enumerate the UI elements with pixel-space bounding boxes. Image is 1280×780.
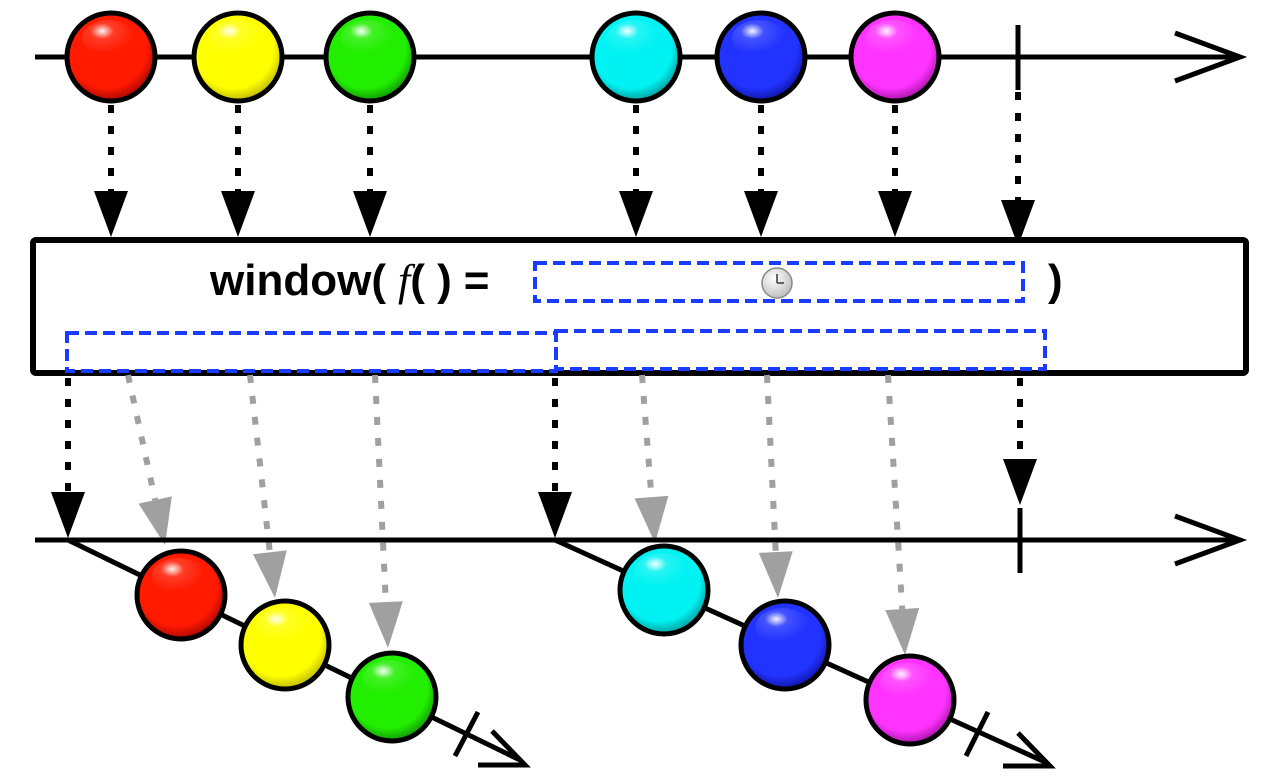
source-marble-5 <box>714 10 808 104</box>
source-arrow-5 <box>744 105 778 237</box>
window-marbles <box>134 543 957 747</box>
source-marble-1 <box>64 10 158 104</box>
source-arrow-completion <box>1001 92 1035 246</box>
operator-open-paren: ( <box>371 256 386 305</box>
source-arrow-6 <box>878 105 912 237</box>
operator-box-frame <box>30 237 1249 376</box>
output-timeline <box>35 508 1248 573</box>
source-arrow-2 <box>221 105 255 237</box>
source-arrow-1 <box>94 105 128 237</box>
window-1-completion-tick <box>452 710 481 758</box>
source-arrow-4 <box>619 105 653 237</box>
operator-box: window(f( )= ) <box>30 237 1249 376</box>
source-marble-6 <box>848 10 942 104</box>
window-2-arrowhead <box>1003 731 1056 769</box>
operator-equals: = <box>464 256 490 305</box>
window-item-arrow-6 <box>885 374 920 655</box>
window-2-completion-tick <box>963 710 991 758</box>
window-2-marble-2 <box>738 598 832 692</box>
completion-arrow <box>1003 378 1037 505</box>
window-duration-box <box>533 261 1025 303</box>
source-marble-2 <box>191 10 285 104</box>
window-1-marble-3 <box>345 650 439 744</box>
source-timeline-arrowhead <box>1174 30 1248 84</box>
window-1-arrowhead <box>478 729 531 768</box>
clock-icon <box>761 267 793 299</box>
operator-label: window(f( )= <box>209 256 489 305</box>
operator-to-output-arrows <box>51 374 1037 655</box>
window-item-arrow-1 <box>125 374 172 545</box>
window-2-marble-3 <box>863 653 957 747</box>
window-item-arrow-3 <box>368 374 403 648</box>
source-marble-3 <box>323 10 417 104</box>
operator-name: window <box>209 256 372 305</box>
window-1-marble-2 <box>238 598 332 692</box>
window-1-marble-1 <box>134 548 228 642</box>
window-open-arrow-2 <box>538 378 572 538</box>
source-to-operator-arrows <box>94 92 1035 246</box>
source-marble-4 <box>589 10 683 104</box>
operator-fn-parens: ( ) <box>410 256 452 305</box>
window-open-arrow-1 <box>51 378 85 538</box>
output-timeline-arrowhead <box>1174 513 1248 567</box>
operator-close-paren: ) <box>1048 256 1063 305</box>
window-2-marble-1 <box>617 543 711 637</box>
source-marbles <box>64 10 942 104</box>
window-item-arrow-5 <box>758 374 793 598</box>
window-item-arrow-4 <box>634 374 669 543</box>
window-span-2 <box>554 329 1047 371</box>
window-item-arrow-2 <box>247 374 287 598</box>
source-arrow-3 <box>353 105 387 237</box>
